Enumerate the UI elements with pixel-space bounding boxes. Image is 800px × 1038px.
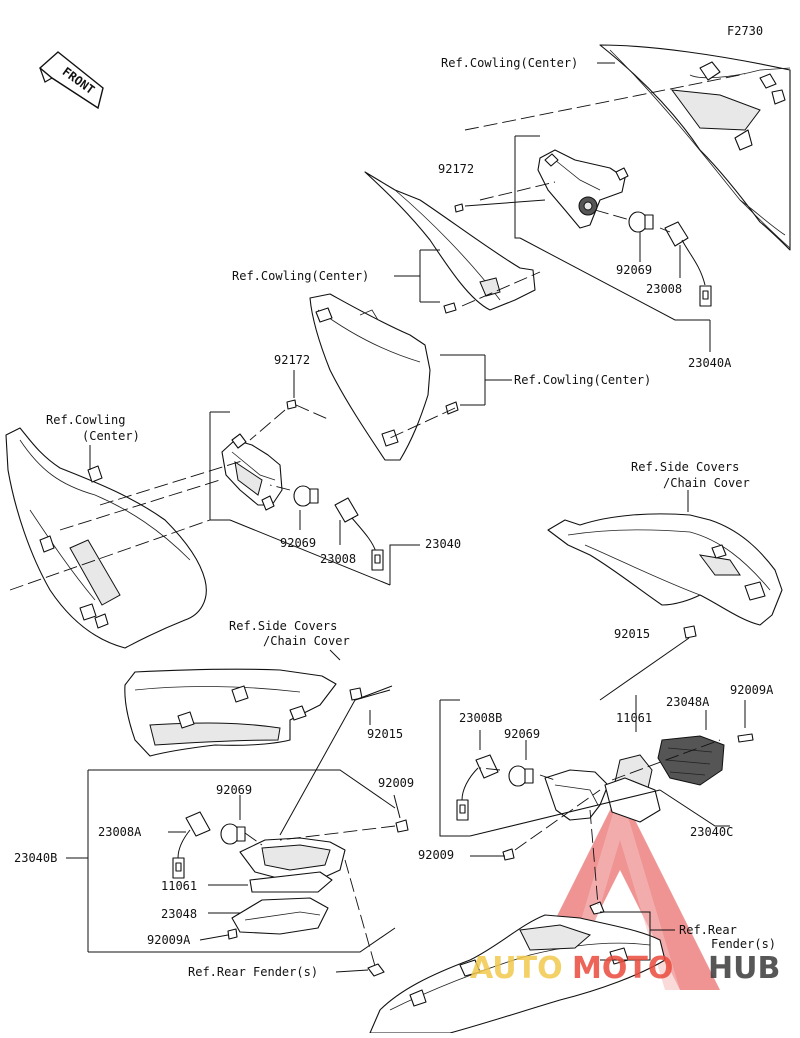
label-23040C: 23040C <box>690 825 733 839</box>
label-ref-side-covers-right-1: Ref.Side Covers <box>631 460 739 474</box>
label-11061-right: 11061 <box>616 711 652 725</box>
figure-code: F2730 <box>727 24 763 38</box>
watermark-hub: HUB <box>708 951 780 986</box>
label-ref-cowling-side-1: Ref.Cowling <box>46 413 125 427</box>
rear-turn-signal-left <box>231 837 346 935</box>
label-ref-side-covers-right-2: /Chain Cover <box>663 476 750 490</box>
label-ref-cowling-mid-left: Ref.Cowling(Center) <box>232 269 369 283</box>
label-23040: 23040 <box>425 537 461 551</box>
screw-92009A-left <box>227 928 238 940</box>
bulb-92069-rear-right <box>508 765 534 787</box>
label-ref-cowling-top: Ref.Cowling(Center) <box>441 56 578 70</box>
screw-92015-right <box>683 625 697 639</box>
label-92172-mid: 92172 <box>274 353 310 367</box>
leader-lines <box>9 62 746 973</box>
label-23048A: 23048A <box>666 695 710 709</box>
label-92009A-left: 92009A <box>147 933 191 947</box>
label-23008-top: 23008 <box>646 282 682 296</box>
label-92069-rl: 92069 <box>216 783 252 797</box>
label-92015-left: 92015 <box>367 727 403 741</box>
side-cowling-panel <box>309 293 431 461</box>
nut-rear-fender <box>367 963 385 977</box>
watermark-moto: MOTO <box>572 951 673 986</box>
watermark-auto: AUTO <box>470 951 563 986</box>
label-23008A: 23008A <box>98 825 142 839</box>
label-23040B: 23040B <box>14 851 57 865</box>
callout-labels: Ref.Cowling(Center) 92172 Ref.Cowling(Ce… <box>14 56 776 979</box>
left-cowling-fairing <box>5 427 207 649</box>
bulb-92069-mid <box>293 485 319 507</box>
label-92009-left: 92009 <box>378 776 414 790</box>
front-turn-signal-left <box>221 433 283 511</box>
label-ref-rear-fender-left: Ref.Rear Fender(s) <box>188 965 318 979</box>
side-cover-chain-cover-right <box>547 513 783 626</box>
label-23040A: 23040A <box>688 356 732 370</box>
screw-92172-mid <box>286 399 297 410</box>
label-92015-right: 92015 <box>614 627 650 641</box>
label-92009-right: 92009 <box>418 848 454 862</box>
socket-23008B <box>456 754 499 821</box>
label-92069-top: 92069 <box>616 263 652 277</box>
screw-cowling-mid <box>445 401 459 415</box>
watermark-text: AUTO MOTO HUB <box>470 951 780 986</box>
label-23008B: 23008B <box>459 711 502 725</box>
screw-92009-right-lower <box>502 848 515 861</box>
screw-92009-left <box>395 819 409 833</box>
bulb-92069-rear-left <box>220 823 246 845</box>
inner-cowling-panel <box>364 171 536 311</box>
label-11061-left: 11061 <box>161 879 197 893</box>
label-ref-side-covers-left-1: Ref.Side Covers <box>229 619 337 633</box>
socket-23008-mid <box>334 497 384 571</box>
label-ref-rear-fender-right-2: Fender(s) <box>711 937 776 951</box>
screw-92172-top <box>454 203 464 213</box>
side-cover-chain-cover-left <box>124 668 337 757</box>
socket-23008A <box>172 811 211 879</box>
rear-turn-signal-right <box>544 735 725 823</box>
socket-23008-top <box>664 221 712 307</box>
label-ref-cowling-mid-right: Ref.Cowling(Center) <box>514 373 651 387</box>
bulb-92069-top <box>628 211 654 233</box>
label-92069-rr: 92069 <box>504 727 540 741</box>
front-turn-signal-right <box>537 149 629 229</box>
label-ref-side-covers-left-2: /Chain Cover <box>263 634 350 648</box>
label-23008-mid: 23008 <box>320 552 356 566</box>
label-ref-rear-fender-right-1: Ref.Rear <box>679 923 737 937</box>
label-92069-mid: 92069 <box>280 536 316 550</box>
label-ref-cowling-side-2: (Center) <box>82 429 140 443</box>
label-92172-top: 92172 <box>438 162 474 176</box>
front-cowling-center <box>599 44 791 251</box>
screw-cowling-top <box>443 302 457 314</box>
front-arrow-icon: FRONT <box>38 51 104 110</box>
label-92009A-right: 92009A <box>730 683 774 697</box>
screw-92009A-right <box>737 733 754 743</box>
label-23048: 23048 <box>161 907 197 921</box>
